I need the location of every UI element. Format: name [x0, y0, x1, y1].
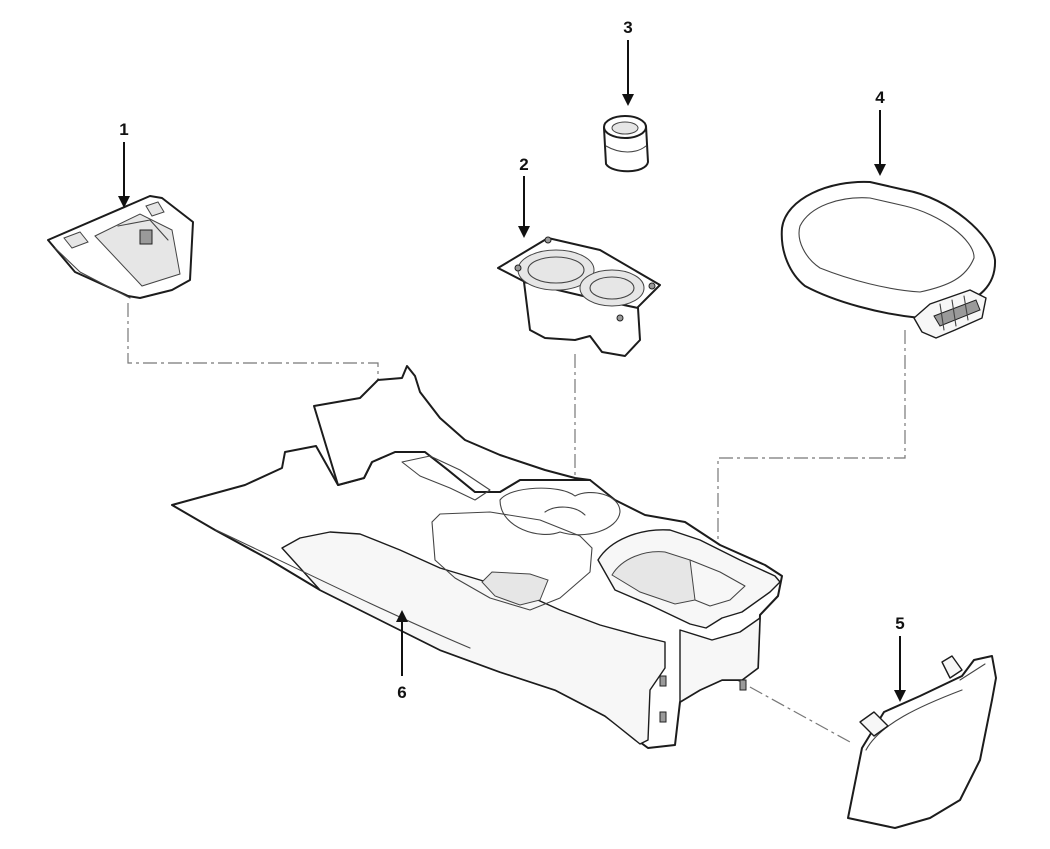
callout-3: 3	[623, 18, 632, 37]
mount-screw	[514, 264, 522, 272]
callout-1: 1	[119, 120, 128, 139]
leader-part-1	[127, 303, 379, 478]
shift-lever-slot	[139, 229, 153, 245]
cup-insert	[603, 115, 649, 173]
latch-slot	[659, 675, 667, 687]
mount-screw	[648, 282, 656, 290]
callout-4: 4	[875, 88, 885, 107]
latch-slot	[739, 679, 747, 691]
callout-6: 6	[397, 683, 406, 702]
armrest	[780, 180, 997, 339]
leader-part-4	[717, 330, 906, 608]
leader-part-5	[727, 674, 851, 743]
callout-5: 5	[895, 614, 904, 633]
cup-holder	[497, 236, 661, 357]
callout-labels: 1 2 3 4 5 6	[119, 18, 904, 702]
callout-2: 2	[519, 155, 528, 174]
shift-bezel	[47, 195, 194, 299]
floor-console-body	[171, 365, 783, 749]
mount-screw	[544, 236, 552, 244]
mount-screw	[616, 314, 624, 322]
latch-slot	[659, 711, 667, 723]
callout-arrows	[118, 40, 906, 702]
rear-cover	[847, 655, 997, 829]
